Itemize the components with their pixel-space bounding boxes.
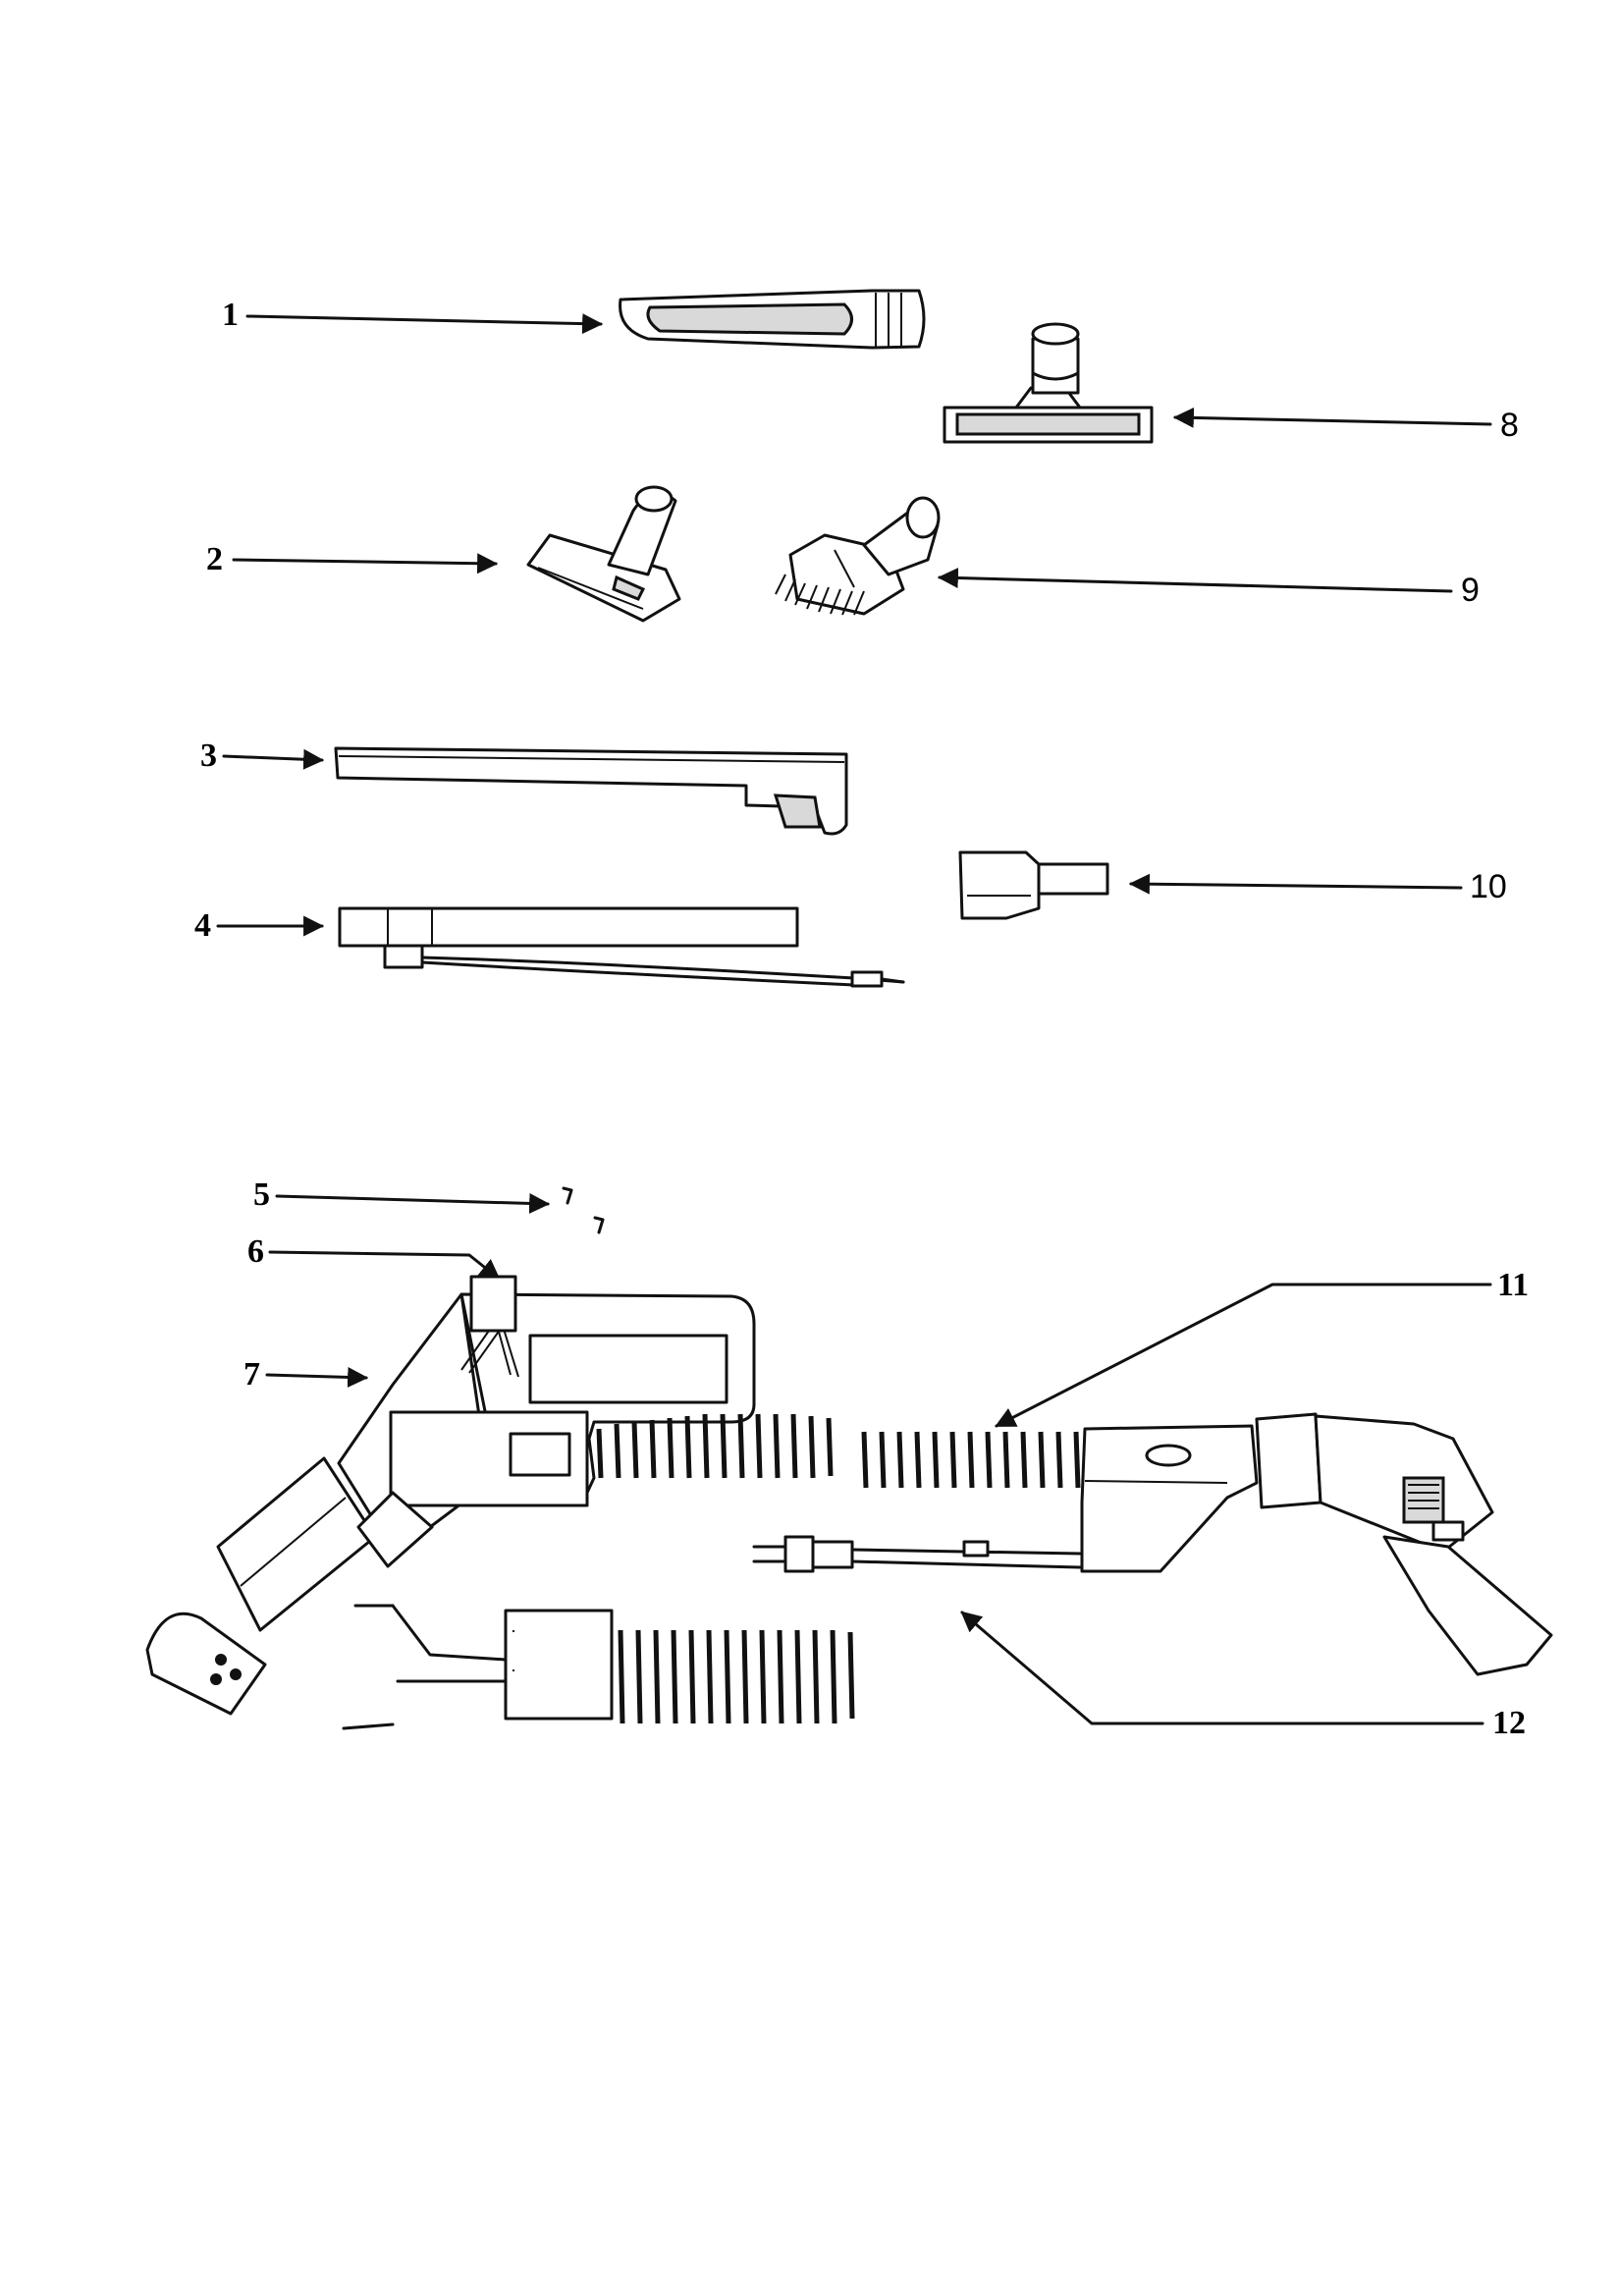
callout-10: 10 (1470, 868, 1507, 905)
arrow-2 (232, 553, 499, 574)
callout-5: 5 (253, 1176, 270, 1213)
arrow-3 (222, 748, 325, 770)
callout-12: 12 (1492, 1705, 1526, 1741)
arrow-11 (995, 1283, 1492, 1428)
cord-icon (752, 1535, 1082, 1573)
arrow-1 (245, 313, 604, 335)
hose-icon (861, 1412, 1553, 1676)
wired-wand-icon (338, 906, 905, 988)
crevice-tool-icon (619, 289, 926, 350)
callout-11: 11 (1497, 1267, 1530, 1303)
arrow-7 (265, 1366, 369, 1388)
callout-3: 3 (200, 738, 217, 774)
arrow-12 (960, 1611, 1484, 1725)
arrow-9 (937, 568, 1453, 593)
hose-coil-left (596, 1413, 834, 1479)
adapter-icon (958, 850, 1109, 920)
leader-arrows (216, 313, 1492, 1725)
callout-7: 7 (243, 1356, 260, 1393)
extension-wand-icon (334, 746, 848, 836)
arrow-8 (1172, 407, 1492, 428)
floor-tool-icon (943, 322, 1154, 444)
callout-2: 2 (206, 541, 223, 577)
hose-handle-icon (145, 1275, 756, 1716)
arrow-6 (268, 1250, 501, 1281)
callout-8: 8 (1500, 407, 1519, 444)
dusting-brush-icon (775, 496, 941, 616)
callout-6: 6 (247, 1233, 264, 1270)
hose-coil-lower (342, 1604, 855, 1730)
arrow-10 (1128, 873, 1463, 895)
screw-icon (562, 1186, 605, 1234)
arrow-5 (275, 1192, 551, 1214)
callout-1: 1 (222, 297, 239, 333)
callout-4: 4 (194, 907, 211, 944)
callout-9: 9 (1461, 572, 1480, 609)
upholstery-tool-icon (526, 485, 681, 623)
